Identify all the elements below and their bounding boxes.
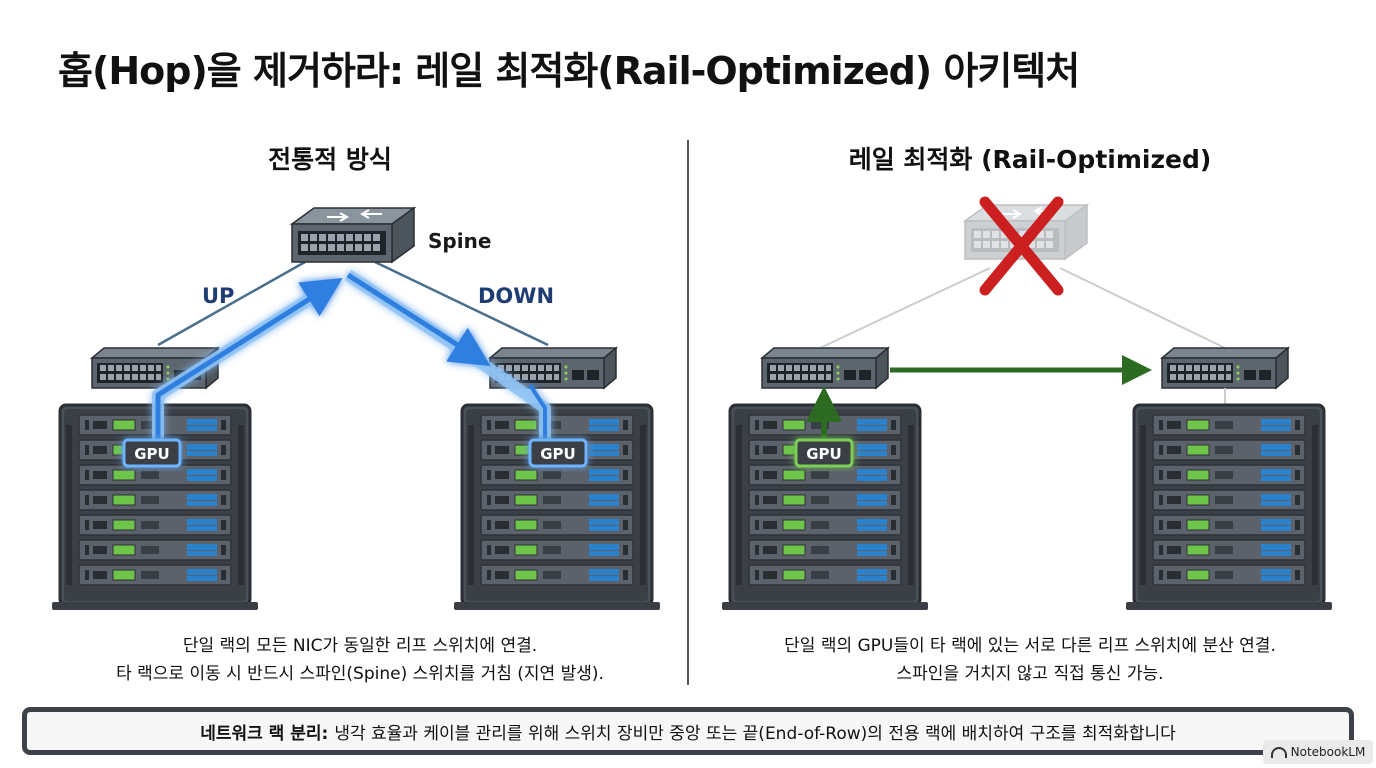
footer-text: 냉각 효율과 케이블 관리를 위해 스위치 장비만 중앙 또는 끝(End-of… (334, 723, 1176, 744)
gpu-tag: GPU (794, 438, 854, 468)
notebooklm-icon (1270, 746, 1287, 758)
page-title: 홉(Hop)을 제거하라: 레일 최적화(Rail-Optimized) 아키텍… (58, 49, 1080, 93)
rail-optimized-heading: 레일 최적화 (Rail-Optimized) (848, 145, 1212, 174)
notebooklm-badge[interactable]: NotebookLM (1263, 740, 1373, 764)
column-divider (687, 140, 689, 685)
gpu-tag: GPU (122, 438, 182, 468)
down-label: DOWN (478, 284, 554, 308)
network-diagram: Spine UP DOWN GPU GPU (0, 196, 1376, 700)
leaf-spine-link (157, 260, 306, 347)
traditional-caption: 단일 랙의 모든 NIC가 동일한 리프 스위치에 연결. 타 랙으로 이동 시… (30, 632, 690, 688)
disabled-link (1059, 267, 1226, 349)
caption-line: 단일 랙의 모든 NIC가 동일한 리프 스위치에 연결. (182, 636, 538, 656)
leaf-switch-icon (761, 347, 889, 389)
gpu-tag: GPU (528, 438, 588, 468)
spine-switch-icon (291, 207, 415, 263)
svg-text:GPU: GPU (134, 445, 170, 463)
server-rack-icon (1126, 405, 1332, 610)
rail-optimized-diagram: GPU (722, 196, 1332, 610)
spine-leaf-link (374, 260, 549, 347)
svg-text:GPU: GPU (806, 445, 842, 463)
svg-text:GPU: GPU (540, 445, 576, 463)
traditional-heading: 전통적 방식 (268, 145, 392, 174)
caption-line: 타 랙으로 이동 시 반드시 스파인(Spine) 스위치를 거침 (지연 발생… (116, 664, 604, 684)
badge-label: NotebookLM (1290, 745, 1366, 759)
leaf-switch-icon (1161, 347, 1289, 389)
footer-banner: 네트워크 랙 분리: 냉각 효율과 케이블 관리를 위해 스위치 장비만 중앙 … (22, 707, 1354, 755)
up-path (152, 277, 343, 440)
caption-line: 단일 랙의 GPU들이 타 랙에 있는 서로 다른 리프 스위치에 분산 연결. (784, 636, 1276, 656)
footer-bold-label: 네트워크 랙 분리: (200, 723, 329, 744)
server-rack-icon (454, 405, 660, 610)
down-path (344, 269, 551, 440)
rail-optimized-caption: 단일 랙의 GPU들이 타 랙에 있는 서로 다른 리프 스위치에 분산 연결.… (700, 632, 1360, 688)
up-label: UP (202, 284, 234, 308)
caption-line: 스파인을 거치지 않고 직접 통신 가능. (896, 664, 1164, 684)
disabled-link (819, 267, 991, 349)
traditional-diagram: Spine UP DOWN GPU GPU (52, 207, 660, 610)
spine-label: Spine (428, 229, 491, 253)
cross-icon (979, 196, 1064, 296)
